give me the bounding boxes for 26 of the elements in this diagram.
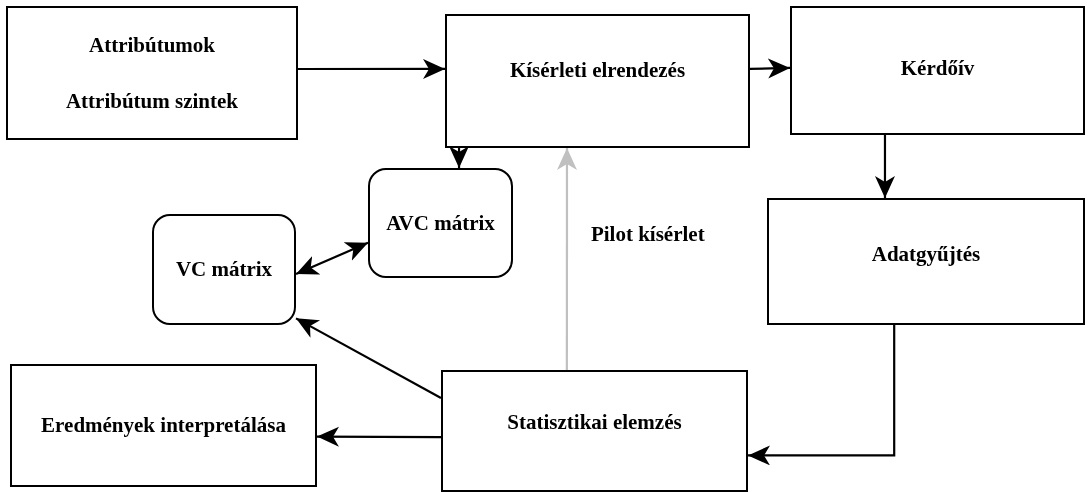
process-box bbox=[445, 14, 750, 148]
process-box bbox=[10, 364, 317, 487]
node-text: Kísérleti elrendezés bbox=[509, 56, 686, 84]
arrow bbox=[748, 325, 896, 466]
process-box bbox=[441, 370, 748, 492]
arrow bbox=[295, 241, 369, 275]
node-text: VC mátrix bbox=[175, 256, 273, 283]
arrow bbox=[298, 58, 445, 79]
arrow bbox=[875, 135, 895, 198]
process-box bbox=[6, 6, 298, 140]
arrow bbox=[749, 58, 791, 79]
node-text: AVC mátrix bbox=[386, 209, 495, 237]
node-text: Attribútum szintek bbox=[65, 88, 239, 115]
process-box bbox=[790, 6, 1085, 135]
node-text: Kérdőív bbox=[900, 55, 975, 82]
arrow bbox=[295, 317, 442, 400]
node-text: Eredmények interpretálása bbox=[41, 412, 286, 439]
arrow bbox=[557, 148, 577, 370]
node-text: Statisztikai elemzés bbox=[507, 408, 682, 436]
arrow bbox=[317, 426, 441, 447]
arrow bbox=[449, 146, 470, 168]
node-text: Adatgyűjtés bbox=[871, 241, 981, 268]
rounded-box bbox=[152, 214, 296, 325]
process-box bbox=[767, 198, 1085, 325]
node-text: Attribútumok bbox=[89, 31, 215, 58]
rounded-box bbox=[368, 168, 513, 278]
